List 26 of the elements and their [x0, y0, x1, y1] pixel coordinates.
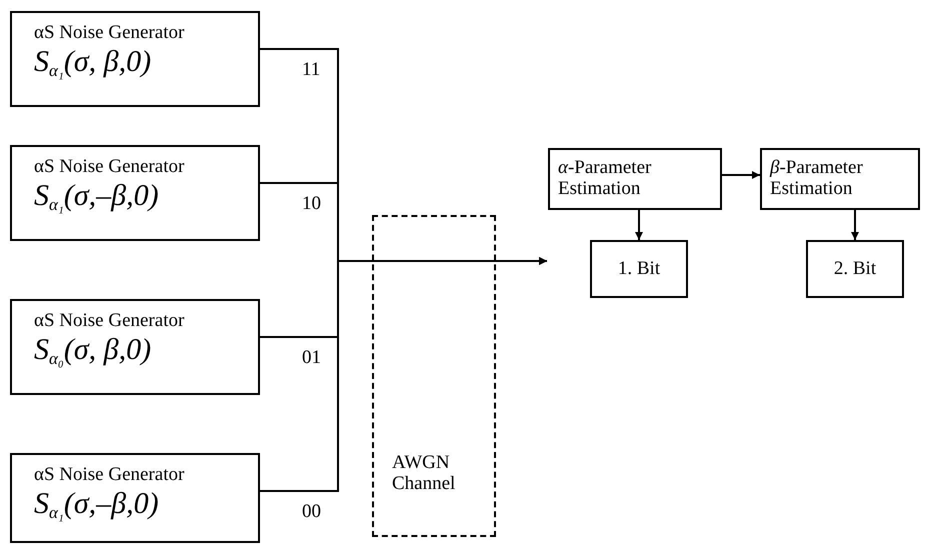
output-label: 2. Bit	[834, 258, 876, 280]
formula: S$_{α₁}$(σ, β,0)	[34, 44, 152, 82]
block-title: αS Noise Generator	[34, 23, 184, 44]
process-box	[548, 148, 722, 210]
output-box	[806, 240, 904, 298]
arrow	[851, 210, 859, 240]
channel-label: AWGN Channel	[392, 453, 456, 495]
arrow	[722, 171, 760, 179]
block-title: αS Noise Generator	[34, 311, 184, 332]
formula: S$_{α₀}$(σ, β,0)	[34, 332, 152, 370]
process-box	[760, 148, 920, 210]
arrow	[635, 210, 643, 240]
generator-box	[10, 453, 260, 543]
output-label: 1. Bit	[618, 258, 660, 280]
generator-box	[10, 145, 260, 241]
process-label: β-Parameter Estimation	[770, 158, 864, 200]
process-label: α-Parameter Estimation	[558, 158, 652, 200]
formula: S$_{α₁}$(σ,–β,0)	[34, 486, 159, 524]
generator-box	[10, 299, 260, 395]
channel-box	[372, 215, 496, 537]
arrow	[260, 257, 547, 492]
block-title: αS Noise Generator	[34, 157, 184, 178]
formula: S$_{α₁}$(σ,–β,0)	[34, 178, 159, 216]
output-box	[590, 240, 688, 298]
block-title: αS Noise Generator	[34, 465, 184, 486]
generator-box	[10, 11, 260, 107]
